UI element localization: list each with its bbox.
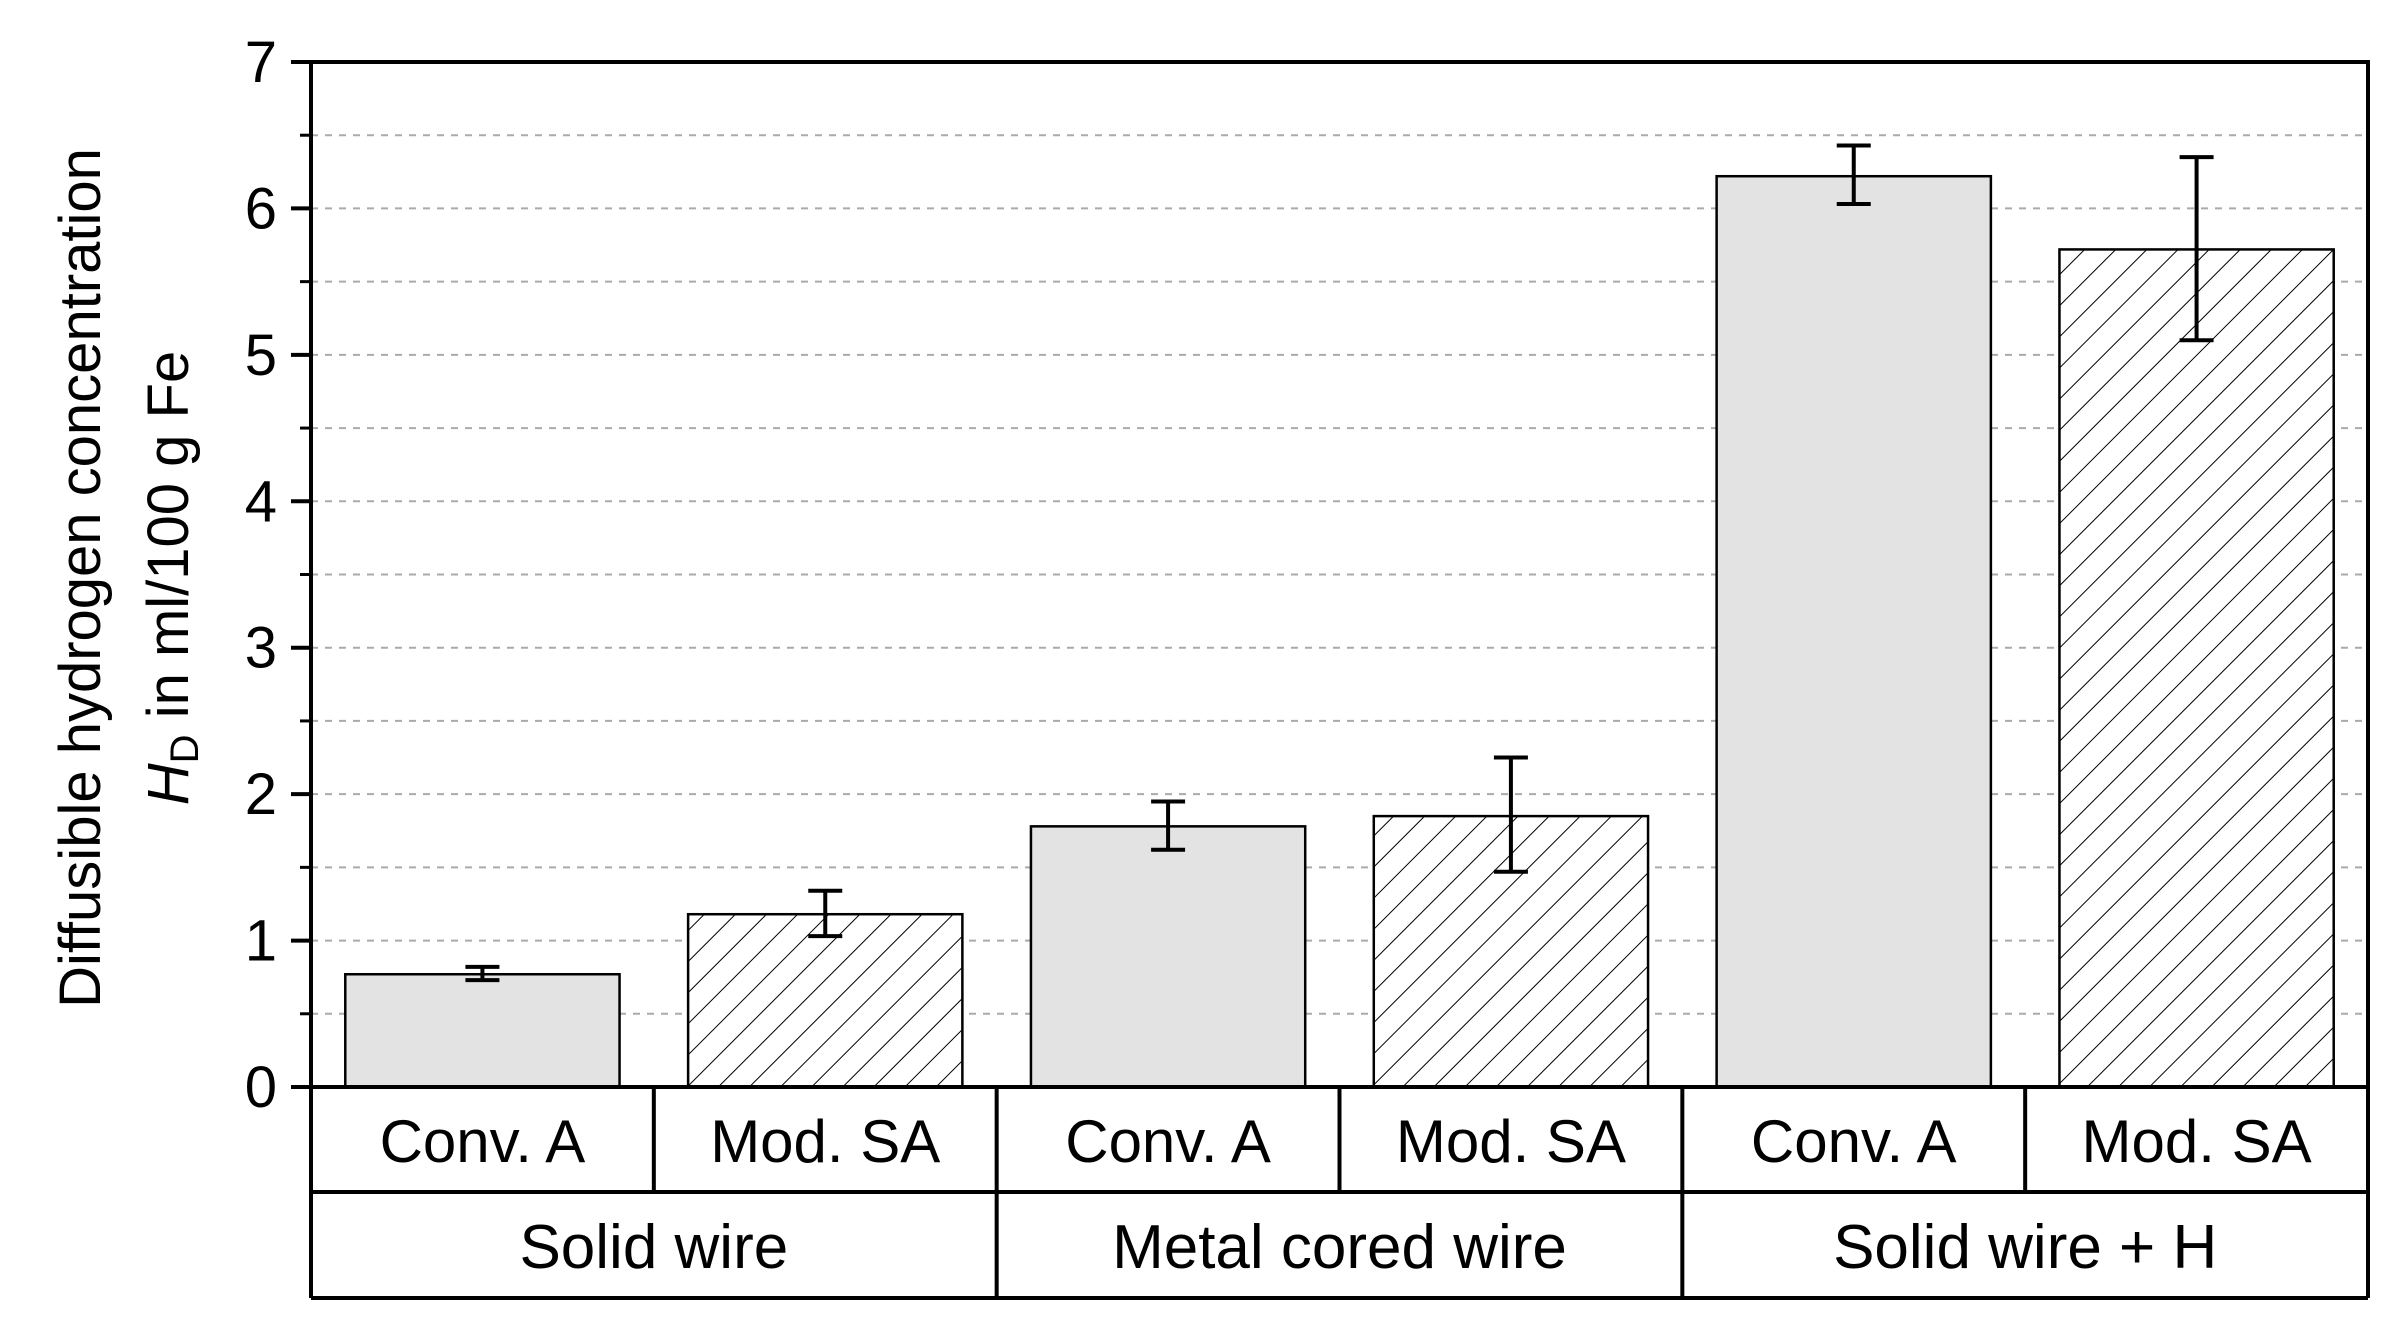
y-axis-symbol: H: [136, 763, 201, 805]
y-axis-title-line2: HD in ml/100 g Fe: [136, 351, 207, 805]
y-axis-unit: in ml/100 g Fe: [136, 351, 201, 735]
bar: [686, 912, 964, 1089]
bar: [1029, 825, 1307, 1089]
y-tick-label: 6: [245, 176, 277, 241]
error-bars: [465, 143, 2214, 983]
y-tick-label: 1: [245, 909, 277, 974]
y-axis-title: Diffusible hydrogen concentration: [48, 148, 113, 1008]
y-axis-title-line1: Diffusible hydrogen concentration: [48, 148, 113, 1008]
bars: [344, 174, 2335, 1089]
category-label: Mod. SA: [2082, 1108, 2312, 1175]
y-tick-label: 5: [245, 323, 277, 388]
category-labels: Conv. A Mod. SA Conv. A Mod. SA Conv. A Mod. …: [309, 1087, 2370, 1300]
y-tick-label: 4: [245, 469, 277, 534]
group-label: Solid wire + H: [1833, 1213, 2217, 1282]
y-tick-label: 0: [245, 1055, 277, 1120]
category-label: Mod. SA: [1396, 1108, 1626, 1175]
y-tick-label: 2: [245, 762, 277, 827]
y-tick-label: 3: [245, 616, 277, 681]
category-label: Conv. A: [380, 1108, 586, 1175]
gridlines: [311, 134, 2368, 1015]
bar: [1715, 174, 1993, 1089]
category-label: Conv. A: [1751, 1108, 1957, 1175]
group-label: Solid wire: [519, 1213, 788, 1282]
bar: [344, 973, 621, 1089]
y-axis-subscript: D: [163, 734, 207, 763]
bar: [2058, 248, 2335, 1089]
category-label: Conv. A: [1065, 1108, 1271, 1175]
group-label: Metal cored wire: [1112, 1213, 1567, 1282]
y-tick-label: 7: [245, 30, 277, 95]
category-label: Mod. SA: [710, 1108, 940, 1175]
